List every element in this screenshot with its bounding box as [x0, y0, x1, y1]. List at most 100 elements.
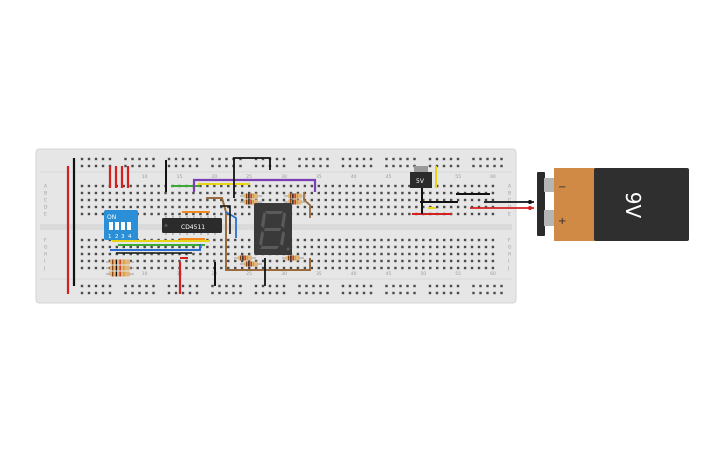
breadboard-hole[interactable] — [192, 252, 195, 256]
breadboard-hole[interactable] — [174, 157, 178, 161]
breadboard-hole[interactable] — [385, 291, 388, 295]
breadboard-hole[interactable] — [408, 191, 411, 195]
breadboard-hole[interactable] — [240, 184, 244, 188]
breadboard-hole[interactable] — [310, 259, 314, 263]
breadboard-hole[interactable] — [359, 245, 362, 249]
breadboard-hole[interactable] — [486, 157, 489, 161]
breadboard-hole[interactable] — [192, 191, 195, 195]
breadboard-hole[interactable] — [211, 164, 214, 168]
breadboard-hole[interactable] — [472, 157, 475, 161]
breadboard-hole[interactable] — [373, 205, 376, 209]
breadboard-hole[interactable] — [456, 266, 460, 270]
breadboard-hole[interactable] — [239, 284, 242, 288]
breadboard-hole[interactable] — [101, 238, 105, 242]
breadboard-hole[interactable] — [289, 259, 293, 263]
breadboard-hole[interactable] — [240, 212, 244, 216]
breadboard-hole[interactable] — [247, 259, 251, 263]
breadboard-hole[interactable] — [157, 259, 160, 263]
breadboard-hole[interactable] — [463, 212, 467, 216]
breadboard-hole[interactable] — [401, 205, 404, 209]
breadboard-hole[interactable] — [394, 238, 397, 242]
breadboard-hole[interactable] — [317, 266, 321, 270]
breadboard-hole[interactable] — [324, 198, 327, 202]
breadboard-hole[interactable] — [80, 212, 84, 216]
resistor[interactable] — [240, 261, 262, 267]
breadboard-hole[interactable] — [220, 191, 223, 195]
breadboard-hole[interactable] — [500, 157, 503, 161]
breadboard-hole[interactable] — [261, 291, 265, 295]
breadboard-hole[interactable] — [195, 284, 199, 288]
breadboard-hole[interactable] — [152, 291, 155, 295]
breadboard-hole[interactable] — [157, 191, 160, 195]
breadboard-hole[interactable] — [143, 191, 146, 195]
breadboard-hole[interactable] — [167, 164, 171, 168]
wire-black-top-loop[interactable] — [233, 157, 271, 198]
breadboard-hole[interactable] — [240, 266, 244, 270]
breadboard-hole[interactable] — [449, 266, 453, 270]
breadboard-hole[interactable] — [394, 184, 397, 188]
breadboard-hole[interactable] — [199, 191, 202, 195]
breadboard-hole[interactable] — [220, 259, 223, 263]
breadboard-hole[interactable] — [310, 184, 314, 188]
breadboard-hole[interactable] — [298, 157, 301, 161]
breadboard-hole[interactable] — [484, 198, 488, 202]
breadboard-hole[interactable] — [324, 266, 327, 270]
ic-chip[interactable]: CD4511 — [162, 216, 222, 235]
breadboard-hole[interactable] — [239, 291, 242, 295]
breadboard-hole[interactable] — [80, 266, 84, 270]
breadboard-hole[interactable] — [87, 266, 91, 270]
breadboard-hole[interactable] — [129, 191, 132, 195]
breadboard-hole[interactable] — [185, 212, 188, 216]
breadboard-hole[interactable] — [463, 205, 467, 209]
breadboard-hole[interactable] — [470, 259, 474, 263]
breadboard-hole[interactable] — [413, 291, 416, 295]
breadboard-hole[interactable] — [122, 252, 125, 256]
breadboard-hole[interactable] — [324, 252, 327, 256]
breadboard-hole[interactable] — [157, 252, 160, 256]
breadboard-hole[interactable] — [247, 191, 251, 195]
breadboard-hole[interactable] — [449, 205, 453, 209]
breadboard-hole[interactable] — [442, 291, 446, 295]
dip-switch-toggles[interactable] — [109, 222, 131, 230]
breadboard-hole[interactable] — [164, 198, 167, 202]
breadboard-hole[interactable] — [131, 157, 134, 161]
voltage-regulator[interactable]: 5V — [410, 166, 432, 188]
breadboard-hole[interactable] — [234, 259, 237, 263]
breadboard-hole[interactable] — [136, 259, 139, 263]
breadboard-hole[interactable] — [470, 205, 474, 209]
breadboard-hole[interactable] — [442, 157, 446, 161]
breadboard-hole[interactable] — [317, 238, 321, 242]
breadboard-hole[interactable] — [94, 266, 98, 270]
breadboard-hole[interactable] — [380, 205, 383, 209]
breadboard-hole[interactable] — [206, 205, 209, 209]
breadboard-hole[interactable] — [101, 245, 105, 249]
breadboard-hole[interactable] — [387, 198, 390, 202]
breadboard-hole[interactable] — [275, 191, 279, 195]
breadboard-hole[interactable] — [254, 284, 258, 288]
breadboard-hole[interactable] — [275, 157, 279, 161]
breadboard-hole[interactable] — [199, 259, 202, 263]
breadboard-hole[interactable] — [436, 205, 439, 209]
breadboard-hole[interactable] — [192, 245, 195, 249]
breadboard-hole[interactable] — [312, 291, 315, 295]
breadboard-hole[interactable] — [80, 259, 84, 263]
breadboard-hole[interactable] — [317, 205, 321, 209]
breadboard-hole[interactable] — [310, 212, 314, 216]
breadboard-hole[interactable] — [359, 212, 362, 216]
breadboard-hole[interactable] — [362, 157, 366, 161]
breadboard-hole[interactable] — [415, 198, 418, 202]
breadboard-hole[interactable] — [463, 238, 467, 242]
breadboard-hole[interactable] — [174, 291, 178, 295]
breadboard-hole[interactable] — [324, 191, 327, 195]
breadboard-hole[interactable] — [429, 266, 432, 270]
breadboard-hole[interactable] — [484, 212, 488, 216]
breadboard-hole[interactable] — [317, 184, 321, 188]
breadboard-hole[interactable] — [491, 191, 495, 195]
breadboard-hole[interactable] — [491, 266, 495, 270]
breadboard-hole[interactable] — [415, 266, 418, 270]
breadboard-hole[interactable] — [296, 252, 300, 256]
breadboard-hole[interactable] — [312, 284, 315, 288]
breadboard-hole[interactable] — [240, 245, 244, 249]
breadboard-hole[interactable] — [373, 191, 376, 195]
breadboard-hole[interactable] — [338, 212, 341, 216]
